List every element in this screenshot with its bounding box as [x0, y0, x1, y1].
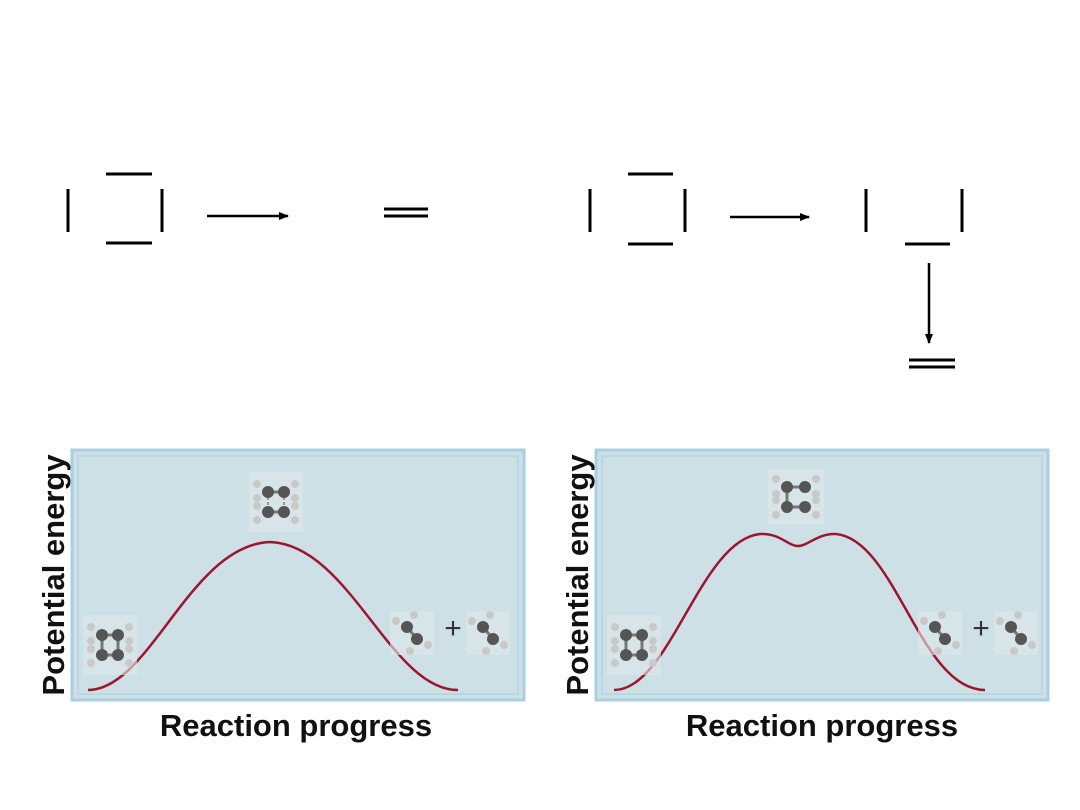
molecule-transition-state-icon: [249, 472, 303, 532]
cyclobutane-structure-2: [588, 172, 687, 246]
plus-sign: +: [444, 612, 462, 645]
energy-panel-stepwise: + Potential energy Reaction progress: [560, 448, 1050, 743]
y-axis-label: Potential energy: [36, 454, 71, 696]
y-axis-label: Potential energy: [560, 454, 595, 696]
molecule-intermediate-icon: [768, 469, 824, 525]
molecule-reactant-icon: [83, 615, 137, 675]
energy-curve: [87, 540, 459, 692]
energy-panel-concerted: + Potential energy Reaction progress: [36, 448, 526, 743]
x-axis-label: Reaction progress: [686, 708, 958, 743]
cyclobutane-structure-1: [66, 172, 164, 245]
scheme-stepwise: [588, 172, 964, 369]
molecule-reactant-icon: [607, 615, 661, 675]
x-axis-label: Reaction progress: [160, 708, 432, 743]
ethylene-structure-2: [909, 358, 955, 369]
molecule-product-icon: [466, 611, 510, 655]
energy-curve: [613, 532, 986, 692]
plus-sign: +: [972, 612, 990, 645]
scheme-concerted: [66, 172, 428, 245]
ethylene-structure-1: [384, 207, 428, 218]
diradical-structure: [864, 189, 964, 246]
molecule-product-icon: [918, 611, 962, 655]
molecule-product-icon: [994, 611, 1038, 655]
molecule-product-icon: [390, 611, 434, 655]
